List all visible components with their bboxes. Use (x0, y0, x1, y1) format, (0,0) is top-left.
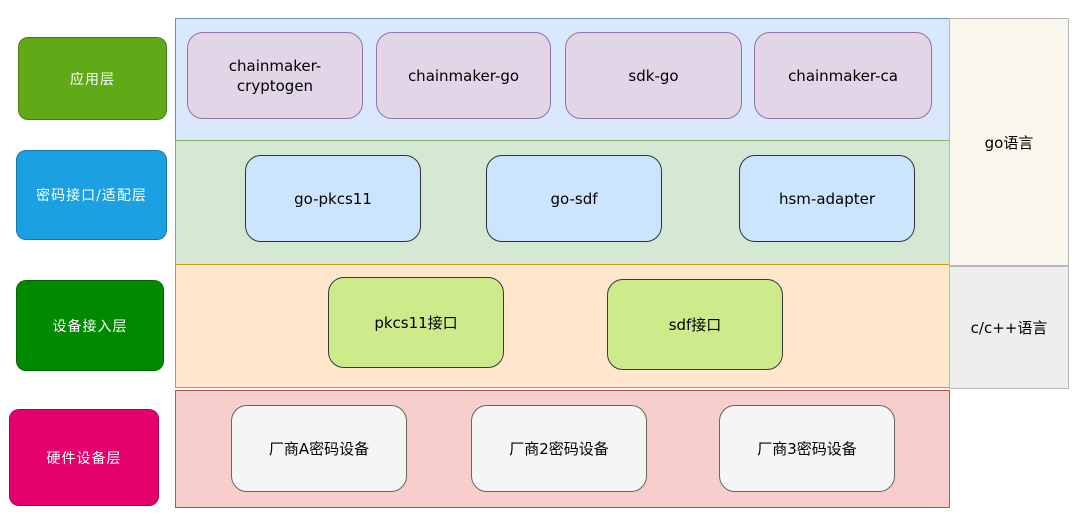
layer-label-device-access-text: 设备接入层 (52, 318, 128, 335)
component-sdk-go: sdk-go (565, 32, 742, 119)
component-sdf-interface-text: sdf接口 (668, 315, 722, 334)
layer-label-crypto-interface: 密码接口/适配层 (16, 150, 167, 240)
component-chainmaker-cryptogen-text: chainmaker- cryptogen (228, 56, 322, 95)
component-sdf-interface: sdf接口 (607, 279, 783, 370)
component-vendor-a-device: 厂商A密码设备 (231, 405, 407, 492)
component-hsm-adapter-text: hsm-adapter (778, 189, 876, 208)
component-chainmaker-go-text: chainmaker-go (407, 66, 520, 85)
component-chainmaker-ca: chainmaker-ca (754, 32, 932, 119)
component-chainmaker-cryptogen: chainmaker- cryptogen (187, 32, 363, 119)
component-hsm-adapter: hsm-adapter (739, 155, 915, 242)
layer-label-device-access: 设备接入层 (16, 280, 164, 371)
language-go: go语言 (949, 18, 1069, 266)
component-go-sdf: go-sdf (486, 155, 662, 242)
language-c-cpp: c/c++语言 (949, 266, 1069, 389)
component-pkcs11-interface-text: pkcs11接口 (374, 313, 458, 332)
language-c-cpp-text: c/c++语言 (970, 319, 1048, 337)
component-vendor-2-device: 厂商2密码设备 (471, 405, 647, 492)
component-pkcs11-interface: pkcs11接口 (328, 277, 504, 368)
component-vendor-a-device-text: 厂商A密码设备 (268, 439, 370, 458)
layer-label-hardware: 硬件设备层 (9, 409, 159, 506)
layer-label-crypto-interface-text: 密码接口/适配层 (36, 188, 147, 204)
component-go-sdf-text: go-sdf (550, 189, 598, 208)
component-vendor-2-device-text: 厂商2密码设备 (509, 439, 609, 458)
layer-label-hardware-text: 硬件设备层 (46, 450, 122, 467)
component-chainmaker-go: chainmaker-go (376, 32, 551, 119)
component-go-pkcs11: go-pkcs11 (245, 155, 421, 242)
component-go-pkcs11-text: go-pkcs11 (294, 189, 372, 208)
language-go-text: go语言 (984, 133, 1034, 152)
component-vendor-3-device: 厂商3密码设备 (719, 405, 895, 492)
component-vendor-3-device-text: 厂商3密码设备 (757, 439, 857, 458)
device-access-band (175, 264, 950, 388)
component-sdk-go-text: sdk-go (628, 66, 679, 85)
component-chainmaker-ca-text: chainmaker-ca (788, 66, 898, 85)
layer-label-application-text: 应用层 (70, 71, 115, 88)
layer-label-application: 应用层 (18, 37, 167, 120)
